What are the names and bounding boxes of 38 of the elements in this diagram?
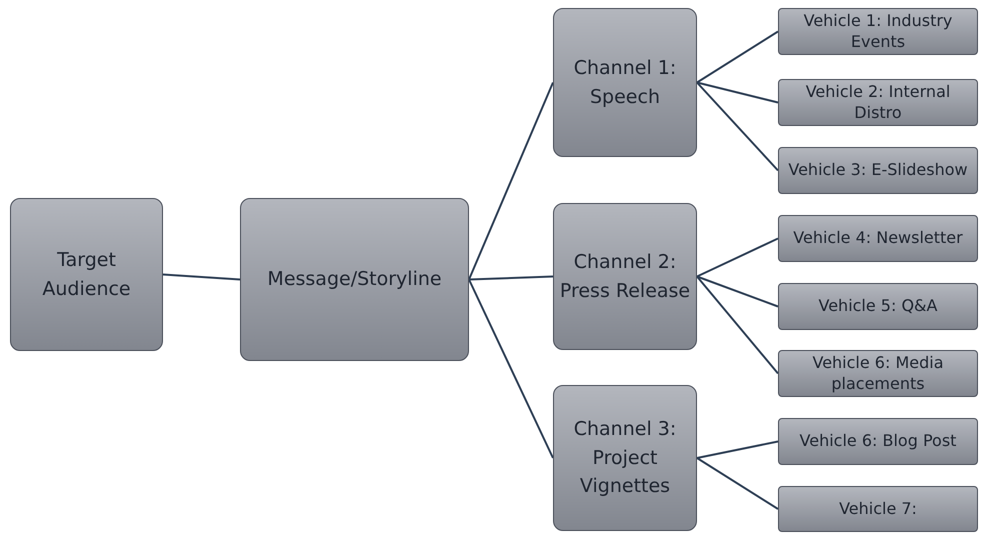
connector-line — [468, 276, 554, 280]
message-box — [240, 198, 469, 361]
channel-box — [553, 385, 697, 531]
vehicle-box — [778, 283, 978, 330]
audience-box — [10, 198, 163, 351]
node-label: Vehicle 4: Newsletter — [793, 228, 963, 249]
node-label: Channel 2: Press Release — [558, 250, 692, 304]
connector-line — [162, 274, 240, 280]
vehicle-box — [778, 8, 978, 55]
channel-box — [553, 8, 697, 157]
node-label: Vehicle 6: Media placements — [811, 352, 944, 394]
vehicle-box — [778, 350, 978, 397]
connector-line — [696, 276, 778, 308]
connector-line — [696, 238, 778, 278]
vehicle-box — [778, 79, 978, 126]
node-label: Vehicle 6: Blog Post — [800, 431, 956, 452]
vehicle-box — [778, 486, 978, 532]
vehicle-box — [778, 418, 978, 465]
connector-line — [468, 279, 554, 458]
node-label: Target Audience — [41, 248, 132, 302]
connector-line — [696, 82, 778, 104]
node-label: Vehicle 5: Q&A — [818, 296, 938, 317]
connector-line — [696, 276, 779, 374]
node-label: Vehicle 7: — [839, 498, 917, 520]
vehicle-box — [778, 215, 978, 262]
node-label: Channel 1: Speech — [572, 56, 678, 110]
connector-line — [696, 30, 779, 84]
channel-box — [553, 203, 697, 350]
node-label: Vehicle 2: Internal Distro — [804, 82, 952, 124]
connector-line — [696, 440, 778, 459]
node-label: Message/Storyline — [267, 267, 442, 292]
connector-line — [468, 82, 554, 280]
node-label: Vehicle 3: E-Slideshow — [788, 160, 968, 181]
connector-line — [696, 457, 779, 510]
node-label: Channel 3: Project Vignettes — [572, 417, 678, 500]
vehicle-box — [778, 147, 978, 194]
node-label: Vehicle 1: Industry Events — [802, 10, 954, 52]
connector-line — [696, 82, 779, 172]
